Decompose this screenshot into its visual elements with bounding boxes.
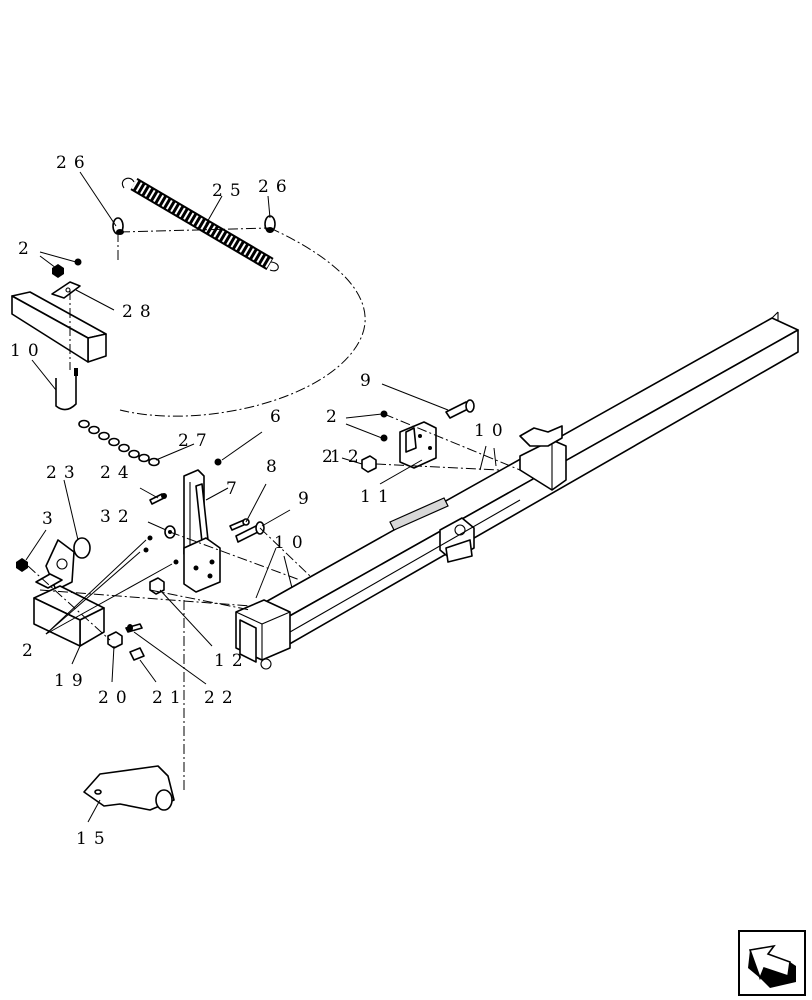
nut-20 bbox=[107, 631, 123, 649]
plate-11 bbox=[399, 421, 437, 469]
callout-10-right: 10 bbox=[474, 421, 510, 441]
bolt-24 bbox=[149, 493, 167, 505]
leader-lines bbox=[25, 171, 497, 823]
callout-15: 15 bbox=[76, 829, 112, 849]
return-arrow-icon[interactable] bbox=[738, 930, 806, 996]
hardware-6 bbox=[214, 458, 222, 466]
bolt-9-upper bbox=[445, 399, 475, 419]
callout-8: 8 bbox=[266, 457, 284, 477]
nut-12-right bbox=[361, 455, 377, 473]
callout-19: 19 bbox=[54, 671, 90, 691]
bolt-9 bbox=[235, 521, 265, 543]
crossbar-19 bbox=[33, 573, 105, 647]
main-frame-tube bbox=[235, 311, 799, 670]
assembly-centerlines bbox=[27, 227, 521, 790]
callout-2-right-a: 2 bbox=[326, 407, 344, 427]
callout-9-upper: 9 bbox=[360, 371, 378, 391]
callout-10-lower: 10 bbox=[274, 533, 310, 553]
spacer-23 bbox=[73, 537, 91, 559]
callout-23: 23 bbox=[46, 463, 82, 483]
bracket-15 bbox=[83, 765, 175, 811]
callout-12-lower: 12 bbox=[214, 651, 250, 671]
callout-11: 11 bbox=[360, 487, 396, 507]
crossbar-tube-upper bbox=[11, 291, 107, 363]
hardware-3 bbox=[16, 558, 28, 572]
callout-2-right-b: 2 bbox=[322, 447, 340, 467]
callout-3: 3 bbox=[42, 509, 60, 529]
callout-2-lower: 2 bbox=[22, 641, 40, 661]
u-bolt-10 bbox=[55, 368, 78, 411]
bolt-22 bbox=[125, 623, 143, 633]
callout-12-right: 12 bbox=[330, 447, 366, 467]
callout-28: 28 bbox=[122, 302, 158, 322]
callout-9-lower: 9 bbox=[298, 489, 316, 509]
chain-27 bbox=[78, 419, 160, 467]
hardware-2-mid bbox=[143, 535, 179, 565]
callout-32: 32 bbox=[100, 507, 136, 527]
callout-22: 22 bbox=[204, 688, 240, 708]
bracket-28 bbox=[51, 281, 81, 299]
eye-bolt-26-right bbox=[264, 215, 276, 233]
callout-6: 6 bbox=[270, 407, 288, 427]
bolt-21 bbox=[129, 647, 145, 661]
callout-21: 21 bbox=[152, 688, 188, 708]
callout-27: 27 bbox=[178, 431, 214, 451]
callout-labels: 26 25 26 2 28 10 9 2 2 10 12 11 6 27 23 … bbox=[10, 153, 510, 849]
callout-26-left: 26 bbox=[56, 153, 92, 173]
bracket-7 bbox=[183, 469, 221, 593]
callout-24: 24 bbox=[100, 463, 136, 483]
callout-20: 20 bbox=[98, 688, 134, 708]
spring-25 bbox=[121, 177, 279, 272]
bolt-8 bbox=[229, 518, 250, 531]
callout-7: 7 bbox=[226, 479, 244, 499]
callout-25: 25 bbox=[212, 181, 248, 201]
callout-10-ubolt: 10 bbox=[10, 341, 46, 361]
callout-2-top: 2 bbox=[18, 239, 36, 259]
eye-bolt-26-left bbox=[112, 217, 124, 235]
callout-26-right: 26 bbox=[258, 177, 294, 197]
hardware-2-top bbox=[52, 258, 82, 278]
